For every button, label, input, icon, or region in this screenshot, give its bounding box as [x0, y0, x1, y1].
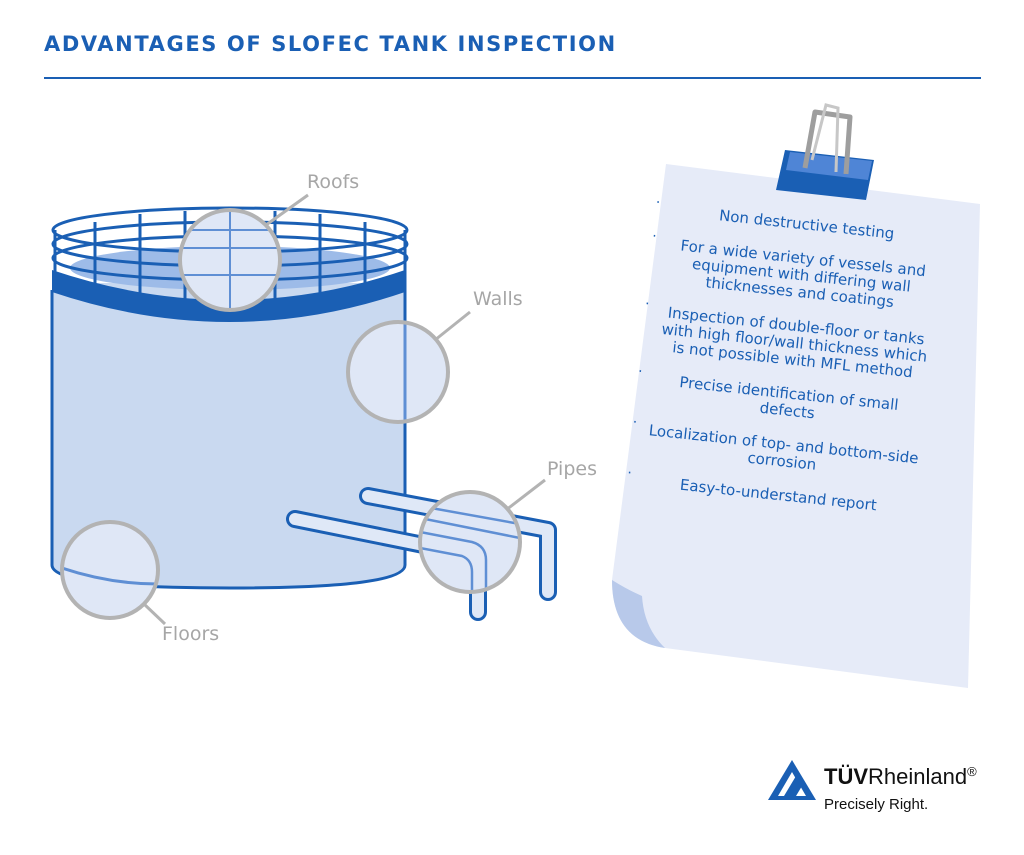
clipboard-note [612, 164, 980, 688]
bullet: · [626, 465, 633, 482]
walls-magnifier [346, 310, 471, 424]
floors-magnifier [60, 520, 167, 626]
advantages-list: ·Non destructive testing ·For a wide var… [620, 195, 944, 518]
tuv-logo: TÜVRheinland® Precisely Right. [766, 758, 1006, 828]
pipes-label: Pipes [547, 458, 597, 480]
bullet: · [637, 363, 644, 381]
pipes-magnifier [418, 478, 546, 594]
logo-brand: TÜVRheinland® [824, 764, 977, 789]
list-item: ·Inspection of double-floor or tanks wit… [644, 296, 929, 382]
page-title: ADVANTAGES OF SLOFEC TANK INSPECTION [44, 32, 617, 56]
bullet: · [644, 296, 651, 313]
title-divider [44, 77, 981, 79]
roofs-label: Roofs [307, 171, 359, 193]
roofs-magnifier [178, 193, 309, 312]
tuv-triangle-logo-icon [768, 760, 816, 800]
bullet: · [654, 194, 662, 212]
bullet: · [651, 228, 658, 245]
advantages-list-container: ·Non destructive testing ·For a wide var… [618, 195, 944, 535]
bullet: · [631, 414, 638, 431]
binder-clip-icon [776, 103, 874, 200]
logo-tagline: Precisely Right. [824, 796, 929, 813]
walls-label: Walls [473, 288, 523, 310]
floors-label: Floors [162, 623, 219, 645]
list-item: ·For a wide variety of vessels and equip… [651, 228, 927, 311]
